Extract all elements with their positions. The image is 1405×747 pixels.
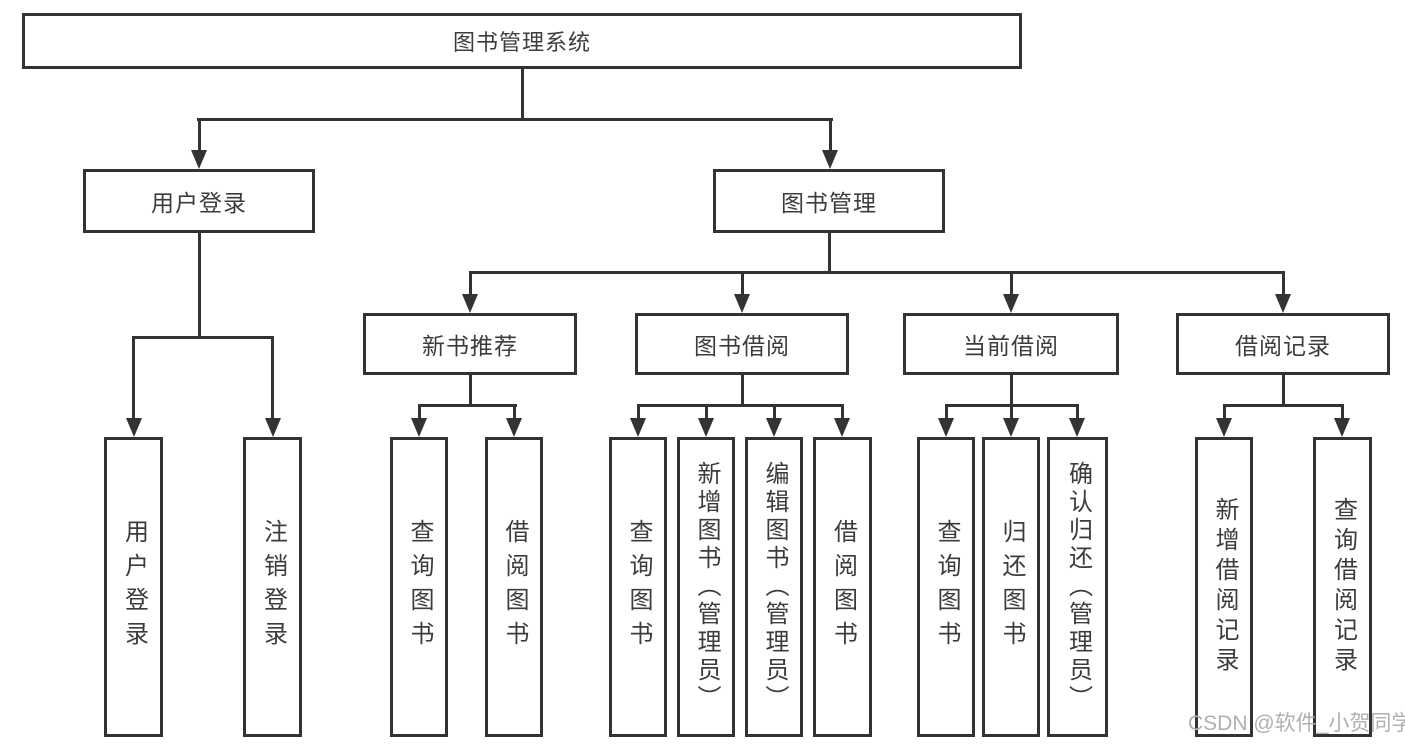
connector-line: [132, 336, 135, 421]
connector-line: [1281, 375, 1285, 407]
arrowhead-icon: [191, 150, 207, 169]
connector-line: [520, 66, 524, 121]
connector-line: [704, 404, 708, 421]
leaf-logout: 注销登录: [243, 437, 302, 737]
connector-line: [840, 404, 844, 421]
leaf-add-borrow-record: 新增借阅记录: [1195, 437, 1253, 737]
leaf-label: 新增借阅记录: [1211, 497, 1238, 677]
arrowhead-icon: [506, 418, 522, 437]
node-label: 图书借阅: [694, 333, 790, 359]
connector-line: [1009, 271, 1013, 297]
arrowhead-icon: [1003, 418, 1019, 437]
leaf-user-login: 用户登录: [104, 437, 163, 737]
arrowhead-icon: [734, 294, 750, 313]
connector-line: [636, 404, 844, 407]
connector-line: [636, 404, 640, 421]
connector-line: [827, 233, 831, 274]
arrowhead-icon: [630, 418, 646, 437]
node-label: 当前借阅: [963, 333, 1059, 359]
leaf-label: 借阅图书: [501, 519, 528, 655]
leaf-label: 查询图书: [406, 519, 433, 655]
connector-line: [740, 271, 744, 297]
arrowhead-icon: [1003, 294, 1019, 313]
arrowhead-icon: [766, 418, 782, 437]
connector-line: [468, 271, 472, 297]
connector-line: [417, 404, 421, 421]
node-borrowing-records: 借阅记录: [1176, 313, 1390, 375]
arrowhead-icon: [698, 418, 714, 437]
arrowhead-icon: [1334, 418, 1350, 437]
arrowhead-icon: [125, 418, 142, 437]
arrowhead-icon: [411, 418, 427, 437]
connector-line: [468, 271, 1285, 274]
leaf-borrowing-query-books: 查询图书: [609, 437, 667, 737]
node-label: 用户登录: [151, 190, 247, 216]
connector-line: [944, 404, 948, 421]
leaf-label: 查询借阅记录: [1329, 497, 1357, 677]
arrowhead-icon: [1069, 418, 1085, 437]
connector-line: [271, 336, 274, 421]
leaf-confirm-return-admin: 确认归还（管理员）: [1047, 437, 1108, 737]
arrowhead-icon: [1275, 294, 1291, 313]
connector-line: [132, 336, 274, 339]
leaf-edit-books-admin: 编辑图书（管理员）: [745, 437, 803, 737]
node-label: 图书管理: [781, 190, 877, 216]
connector-line: [1075, 404, 1079, 421]
node-label: 新书推荐: [422, 333, 518, 359]
node-label: 图书管理系统: [452, 30, 591, 55]
leaf-borrow-books: 借阅图书: [813, 437, 872, 737]
connector-line: [1340, 404, 1344, 421]
connector-line: [417, 404, 517, 407]
arrowhead-icon: [938, 418, 954, 437]
connector-line: [1222, 404, 1344, 407]
connector-line: [468, 375, 472, 407]
csdn-watermark: CSDN @软件_小贺同学: [1188, 712, 1405, 735]
connector-line: [740, 375, 744, 407]
connector-line: [512, 404, 516, 421]
connector-line: [828, 118, 832, 153]
leaf-add-books-admin: 新增图书（管理员）: [677, 437, 735, 737]
node-current-borrowing: 当前借阅: [903, 313, 1119, 375]
connector-line: [197, 118, 201, 153]
connector-line: [1281, 271, 1285, 297]
arrowhead-icon: [834, 418, 850, 437]
leaf-label: 注销登录: [259, 519, 287, 655]
leaf-label: 用户登录: [120, 519, 148, 655]
connector-line: [197, 233, 201, 339]
leaf-label: 查询图书: [625, 519, 652, 655]
node-user-login: 用户登录: [83, 169, 315, 233]
arrowhead-icon: [462, 294, 478, 313]
leaf-label: 新增图书（管理员）: [693, 461, 720, 713]
node-book-management: 图书管理: [713, 169, 945, 233]
arrowhead-icon: [1216, 418, 1232, 437]
leaf-return-books: 归还图书: [982, 437, 1040, 737]
arrowhead-icon: [264, 418, 281, 437]
connector-line: [1009, 404, 1013, 421]
node-label: 借阅记录: [1235, 333, 1331, 359]
leaf-label: 借阅图书: [829, 519, 857, 655]
leaf-recommend-query-books: 查询图书: [390, 437, 448, 737]
connector-line: [197, 118, 833, 121]
arrowhead-icon: [822, 150, 838, 169]
leaf-query-borrow-record: 查询借阅记录: [1313, 437, 1372, 737]
leaf-label: 编辑图书（管理员）: [761, 461, 788, 713]
leaf-label: 确认归还（管理员）: [1064, 461, 1092, 713]
leaf-current-query-books: 查询图书: [917, 437, 975, 737]
node-library-management-system: 图书管理系统: [22, 13, 1022, 69]
node-new-book-recommendation: 新书推荐: [363, 313, 577, 375]
connector-line: [772, 404, 776, 421]
leaf-label: 查询图书: [933, 519, 960, 655]
connector-line: [1222, 404, 1226, 421]
leaf-label: 归还图书: [998, 519, 1025, 655]
connector-line: [1009, 375, 1013, 407]
node-book-borrowing: 图书借阅: [635, 313, 849, 375]
leaf-recommend-borrow-books: 借阅图书: [485, 437, 543, 737]
